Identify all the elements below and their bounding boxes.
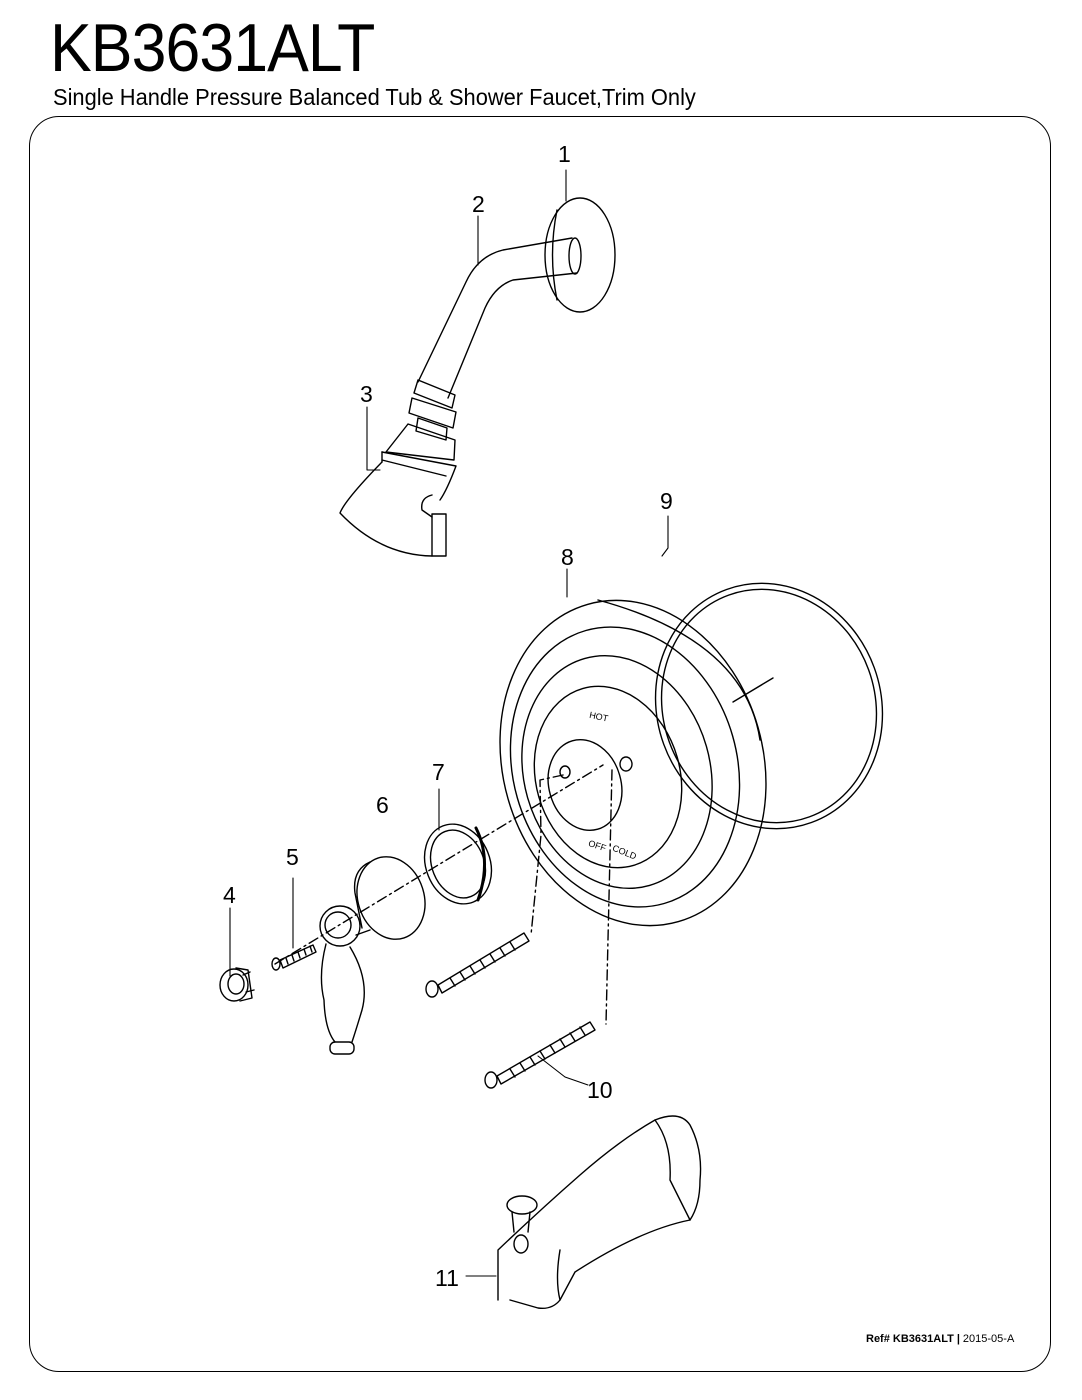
part-4-index-button xyxy=(219,967,255,1002)
callout-7: 7 xyxy=(432,759,445,785)
callout-1: 1 xyxy=(558,141,571,167)
callout-11: 11 xyxy=(435,1265,459,1291)
part-2-shower-arm xyxy=(417,237,582,399)
part-7-ring xyxy=(423,823,493,905)
callout-9: 9 xyxy=(660,488,673,514)
callout-8: 8 xyxy=(561,544,574,570)
reference-footer: Ref# KB3631ALT|2015-05-A xyxy=(866,1333,1014,1345)
callout-2: 2 xyxy=(472,191,485,217)
marking-hot: HOT xyxy=(588,710,609,724)
callout-5: 5 xyxy=(286,844,299,870)
alignment-lines xyxy=(274,764,613,1025)
marking-cold: COLD xyxy=(611,843,638,862)
footer-separator: | xyxy=(956,1333,960,1345)
callout-3: 3 xyxy=(360,381,373,407)
marking-off: OFF xyxy=(587,838,608,853)
part-5-screw xyxy=(271,944,317,971)
part-8-escutcheon: HOT OFF COLD xyxy=(499,599,774,927)
product-description: Single Handle Pressure Balanced Tub & Sh… xyxy=(53,84,696,110)
part-1-flange xyxy=(544,197,616,313)
callout-10: 10 xyxy=(587,1077,613,1103)
part-9-gasket xyxy=(654,582,884,830)
revision-date: 2015-05-A xyxy=(962,1333,1015,1345)
part-10-screws xyxy=(425,932,596,1089)
callout-6: 6 xyxy=(376,792,389,818)
callout-4: 4 xyxy=(223,882,236,908)
part-3-shower-head xyxy=(339,379,457,557)
diagram-frame xyxy=(29,116,1051,1372)
part-11-tub-spout xyxy=(497,1115,702,1310)
reference-number: Ref# KB3631ALT xyxy=(866,1333,954,1345)
part-6-handle xyxy=(319,856,426,1055)
leader-lines xyxy=(229,169,669,1277)
model-number: KB3631ALT xyxy=(50,10,375,86)
